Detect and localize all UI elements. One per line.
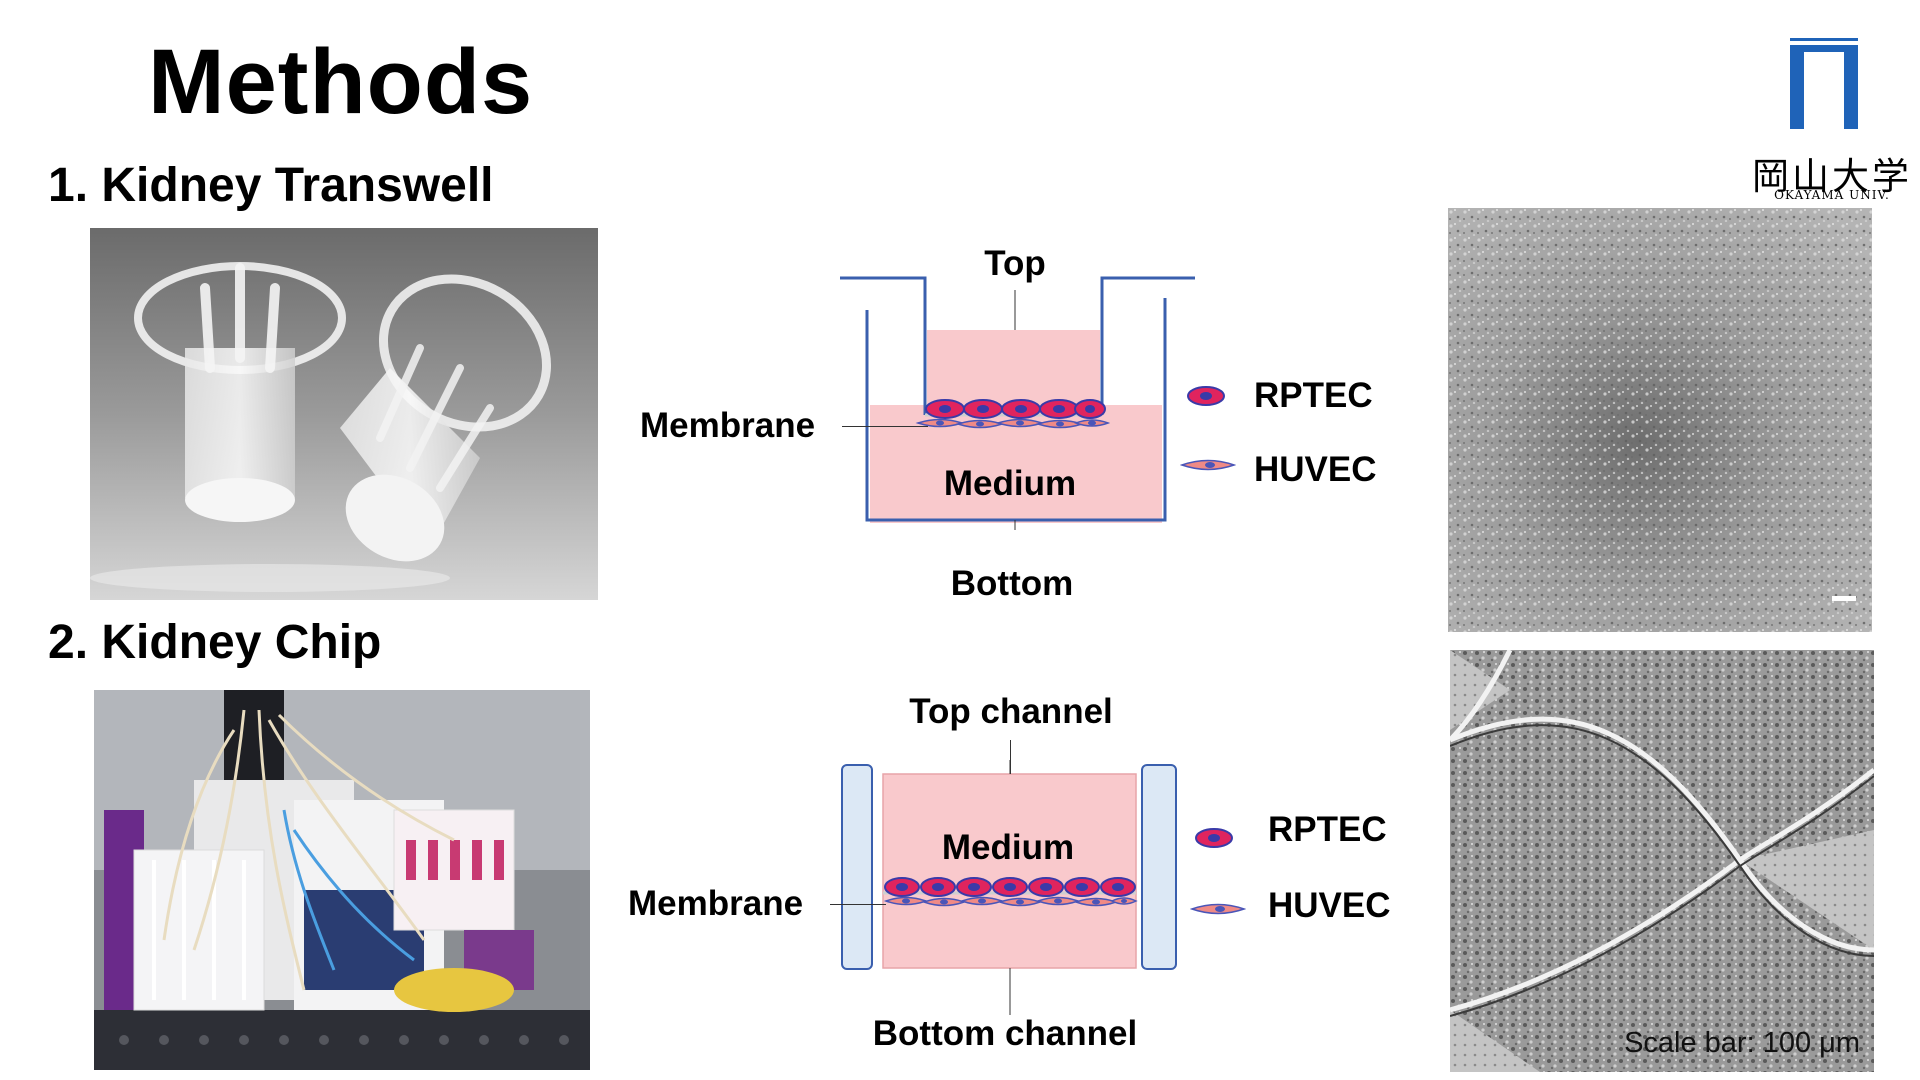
section-heading-transwell: 1. Kidney Transwell	[48, 159, 494, 212]
transwell-rptec-layer	[925, 399, 1106, 419]
chip-bottom-label: Bottom channel	[872, 1014, 1138, 1053]
transwell-insert-photo	[90, 228, 598, 600]
transwell-diagram	[840, 270, 1200, 552]
legend-rptec-label: RPTEC	[1254, 376, 1373, 415]
huvec-cell-icon	[1180, 459, 1236, 471]
chip-huvec-layer	[883, 896, 1138, 907]
legend-huvec-label: HUVEC	[1254, 450, 1377, 489]
chip-micrograph: Scale bar: 100 μm	[1450, 650, 1874, 1072]
chip-diagram	[840, 740, 1180, 1020]
okayama-emblem-icon	[1790, 38, 1858, 129]
chip-medium-region	[882, 773, 1137, 969]
transwell-membrane-leader	[842, 426, 928, 427]
transwell-bottom-label: Bottom	[950, 564, 1074, 603]
chip-legend: RPTEC HUVEC	[1190, 806, 1410, 926]
section-heading-chip: 2. Kidney Chip	[48, 616, 382, 669]
huvec-cell-icon-chip	[1190, 903, 1246, 915]
transwell-insert-medium	[927, 330, 1100, 408]
rptec-cell-icon-chip	[1195, 828, 1233, 848]
scale-bar-label: Scale bar: 100 μm	[1624, 1027, 1860, 1059]
chip-left-channel-wall	[841, 764, 873, 970]
chip-legend-rptec-label: RPTEC	[1268, 810, 1387, 849]
university-logo: 岡山大学 OKAYAMA UNIV.	[1738, 34, 1920, 204]
kidney-chip-setup-photo	[94, 690, 590, 1070]
chip-right-channel-wall	[1141, 764, 1177, 970]
chip-top-label: Top channel	[909, 692, 1113, 731]
chip-medium-label: Medium	[941, 828, 1075, 867]
transwell-huvec-layer	[915, 418, 1111, 429]
chip-membrane-leader	[830, 904, 886, 905]
transwell-medium-label: Medium	[943, 464, 1077, 503]
logo-name-english: OKAYAMA UNIV.	[1774, 188, 1890, 202]
rptec-cell-icon	[1187, 386, 1225, 406]
transwell-legend: RPTEC HUVEC	[1180, 372, 1400, 489]
chip-legend-huvec-label: HUVEC	[1268, 886, 1391, 925]
page-title: Methods	[148, 31, 534, 133]
chip-membrane-label: Membrane	[628, 884, 804, 923]
chip-rptec-layer	[884, 877, 1136, 897]
chip-top-leader	[1010, 740, 1011, 774]
transwell-membrane-label: Membrane	[640, 406, 816, 445]
transwell-micrograph	[1448, 208, 1872, 632]
logo-name-japanese: 岡山大学	[1752, 155, 1912, 198]
transwell-top-label: Top	[984, 244, 1046, 283]
